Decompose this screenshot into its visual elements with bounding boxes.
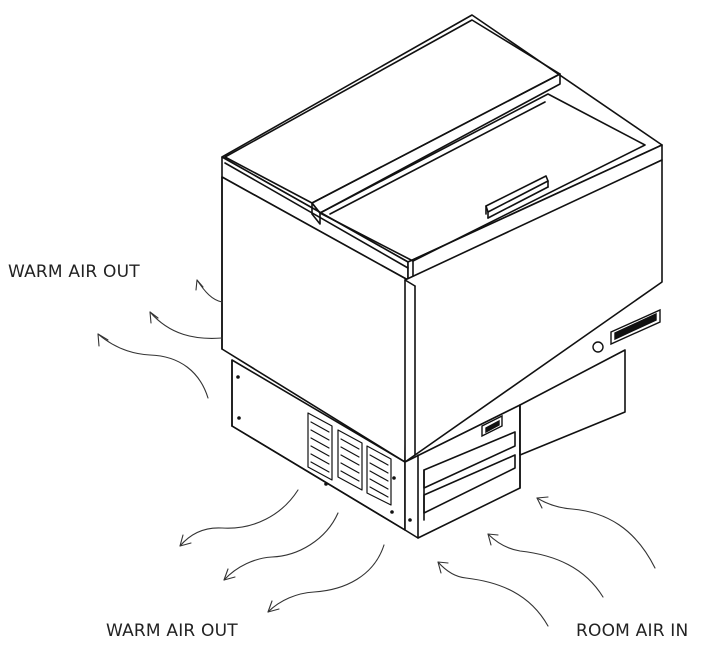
warm-air-out-bottom-label: WARM AIR OUT: [106, 621, 238, 641]
airflow-arrow-icon: [195, 279, 223, 303]
control-box: [481, 414, 503, 438]
room-air-in-label: ROOM AIR IN: [576, 621, 689, 641]
airflow-arrow-icon: [437, 561, 549, 627]
airflow-arrow-icon: [536, 496, 656, 569]
sliding-top-doors: [224, 19, 646, 281]
airflow-arrows: [97, 279, 656, 627]
airflow-arrow-icon: [149, 311, 223, 339]
cabinet-front-door: [404, 159, 663, 463]
airflow-arrow-icon: [179, 489, 299, 547]
compressor-housing-front: [404, 349, 626, 539]
airflow-arrow-icon: [97, 333, 209, 399]
airflow-arrow-icon: [223, 512, 339, 581]
side-vent-grille: [307, 412, 392, 506]
brand-nameplate-icon: [610, 308, 661, 346]
warm-air-out-side-label: WARM AIR OUT: [8, 262, 140, 282]
panel-screws: [236, 375, 412, 522]
thermostat-dial-icon: [592, 341, 604, 353]
airflow-arrow-icon: [487, 533, 604, 598]
front-vent-louvers: [423, 431, 516, 521]
airflow-arrow-icon: [267, 544, 385, 613]
lid-handle: [485, 175, 549, 219]
